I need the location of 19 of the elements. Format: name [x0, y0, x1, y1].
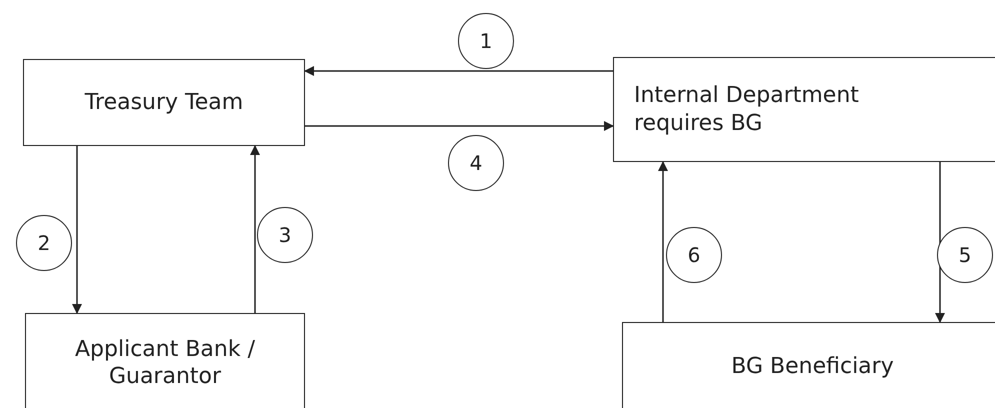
step-number: 3 [257, 207, 313, 263]
step-number: 6 [666, 227, 722, 283]
box-label: Applicant Bank / Guarantor [74, 336, 256, 390]
step-number: 2 [16, 215, 72, 271]
process-box [622, 322, 995, 408]
arrow [250, 145, 260, 313]
arrow [304, 66, 613, 76]
process-box [23, 59, 305, 146]
process-box [25, 313, 305, 408]
arrow [72, 146, 82, 314]
process-box [613, 57, 995, 162]
step-number: 4 [448, 135, 504, 191]
box-label: Internal Department requires BG [634, 82, 860, 137]
arrow [658, 161, 668, 322]
box-label: Treasury Team [84, 88, 244, 116]
arrow [305, 121, 614, 131]
box-label: BG Beneficiary [731, 353, 894, 381]
step-number: 1 [458, 13, 514, 69]
step-number: 5 [937, 227, 993, 283]
